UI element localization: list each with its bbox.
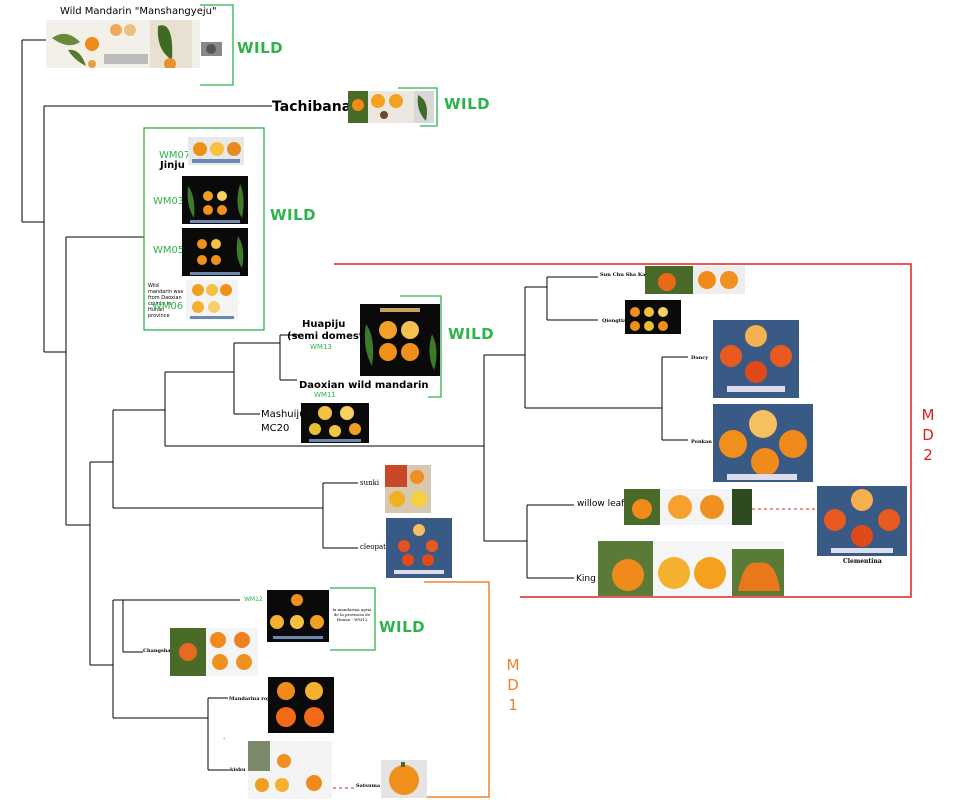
dot-label: .	[223, 733, 226, 741]
wild-mandarin-label: Wild Mandarin "Manshangyeju"	[60, 6, 217, 17]
md2-label: M D 2	[918, 405, 938, 465]
wm05-photo	[182, 228, 248, 276]
huapiju-photo	[360, 304, 440, 376]
dancy-label: Dancy	[691, 355, 709, 361]
wm06-photo	[186, 280, 238, 320]
wm06-label: WM06	[152, 301, 184, 312]
daoxian-label: Daoxian wild mandarin	[299, 380, 429, 391]
wm12-label: WM12	[244, 596, 263, 603]
wild-tag-2: WILD	[444, 95, 491, 113]
wild-tag-3: WILD	[270, 206, 317, 224]
md1-label: M D 1	[503, 655, 523, 715]
clementina-label: Clementina	[843, 558, 882, 565]
wild-tag-4: WILD	[448, 325, 495, 343]
willow-leaf-photo	[624, 489, 752, 525]
coin-photo	[201, 42, 222, 56]
wild-tag-5: WILD	[379, 618, 426, 636]
ponkan-photo	[713, 404, 813, 482]
changsha-label: Changsha	[143, 648, 171, 654]
satsuma-photo	[381, 760, 427, 798]
wm06-caption: Wild mandarin was from Daoxian county in…	[148, 283, 184, 319]
md1-letter-d: D	[507, 676, 519, 694]
wm07-label: WM07	[159, 150, 191, 161]
tachibana-label: Tachibana	[272, 99, 352, 115]
sun-chu-sha-kat-photo	[645, 266, 745, 294]
md1-letter-1: 1	[508, 696, 518, 714]
wm13-label: WM13	[310, 343, 332, 351]
wm12-photo	[267, 590, 329, 642]
qiongtian-photo	[625, 300, 681, 334]
wm03-photo	[182, 176, 248, 224]
sunki-label: sunki	[360, 479, 380, 487]
md2-letter-d: D	[922, 426, 934, 444]
king-photo	[598, 541, 784, 596]
wild-tag-1: WILD	[237, 39, 284, 57]
mashuiju-photo	[301, 403, 369, 443]
md2-letter-2: 2	[923, 446, 933, 464]
cleopatra-label: cleopatra	[360, 543, 394, 551]
cleopatra-photo	[386, 518, 452, 578]
kishu-label: kishu	[230, 767, 246, 773]
mandarina-roja-photo	[268, 677, 334, 733]
md2-letter-m: M	[921, 406, 935, 424]
jinju-label: Jinju	[160, 160, 185, 171]
kishu-photo	[248, 741, 332, 799]
mc20-label: MC20	[261, 423, 290, 434]
md1-letter-m: M	[506, 656, 520, 674]
satsuma-label: Satsuma	[356, 783, 381, 789]
sun-chu-sha-kat-label: Sun Chu Sha Kat	[600, 272, 648, 278]
willow-leaf-label: willow leaf	[577, 499, 625, 509]
sunki-photo	[385, 465, 431, 513]
semi-domestica-label: (semi domestica)	[287, 331, 385, 342]
mashuiju-label: Mashuiju	[261, 409, 306, 420]
dancy-photo	[713, 320, 799, 398]
qiongtian-label: Qiongtian	[602, 318, 630, 324]
jinju-photo	[188, 137, 244, 165]
mandarina-roja-label: Mandarina roja	[229, 696, 273, 702]
wm05-label: WM05	[153, 245, 185, 256]
wm12-caption: la mandarina agria de la provincia de Hu…	[332, 607, 372, 622]
wild-mandarin-photo	[46, 20, 200, 68]
changsha-photo	[170, 628, 258, 676]
clementina-photo	[817, 486, 907, 556]
tachibana-photo	[348, 91, 434, 123]
ponkan-label: Ponkan	[691, 439, 712, 445]
king-label: King	[576, 574, 596, 584]
huapiju-label: Huapiju	[302, 319, 346, 330]
wm03-label: WM03	[153, 196, 185, 207]
wm11-label: WM11	[314, 391, 336, 399]
